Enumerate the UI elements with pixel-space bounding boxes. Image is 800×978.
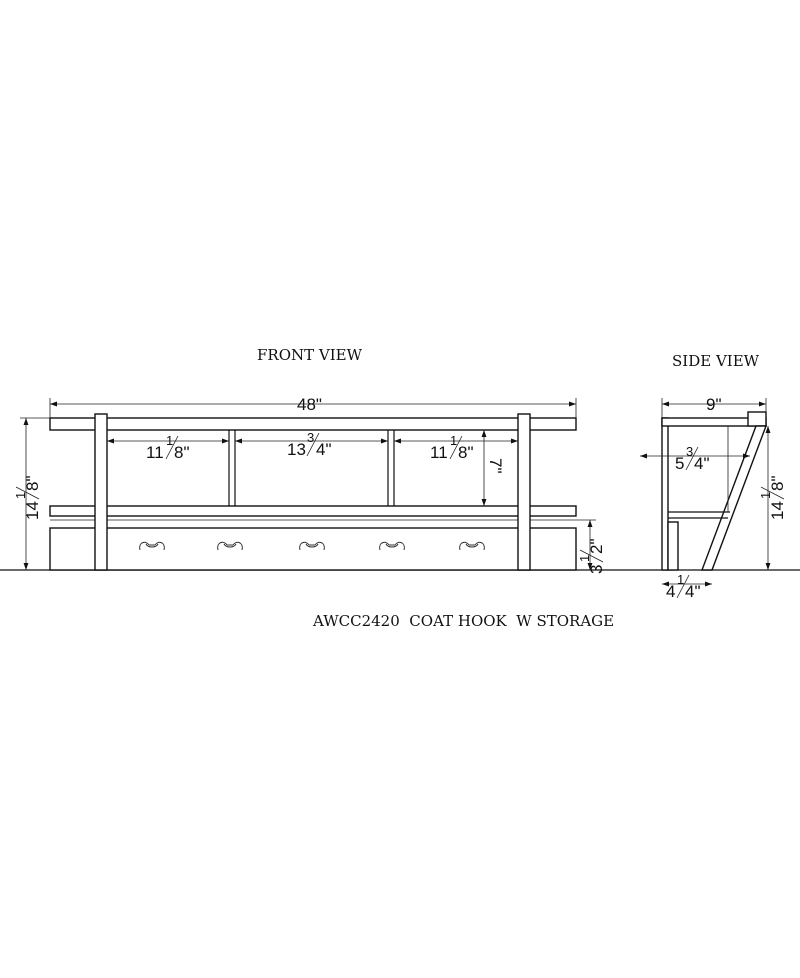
hook-row xyxy=(139,541,485,551)
svg-text:8": 8" xyxy=(458,443,474,462)
coat-hook-icon xyxy=(139,541,165,551)
side-view-title: SIDE VIEW xyxy=(672,352,760,370)
svg-text:5: 5 xyxy=(675,454,684,473)
dim-right-opening: 11 1 8" xyxy=(430,433,474,462)
storage-box xyxy=(49,527,577,571)
svg-text:8": 8" xyxy=(768,476,787,492)
svg-text:1: 1 xyxy=(677,572,684,587)
dim-side-height: 14 1 8" xyxy=(758,476,787,521)
svg-text:8": 8" xyxy=(23,476,42,492)
svg-text:11: 11 xyxy=(430,443,448,462)
svg-text:1: 1 xyxy=(758,492,773,499)
dim-depth: 9" xyxy=(706,395,722,414)
svg-text:8": 8" xyxy=(174,443,190,462)
left-post xyxy=(94,413,108,571)
svg-text:1: 1 xyxy=(577,555,592,562)
svg-text:1: 1 xyxy=(450,433,457,448)
svg-text:4": 4" xyxy=(694,454,710,473)
dim-box-height: 3 1 2" xyxy=(577,539,606,575)
right-post xyxy=(517,413,531,571)
svg-text:2": 2" xyxy=(587,539,606,555)
side-slope-panel xyxy=(700,425,768,571)
svg-text:4: 4 xyxy=(666,582,675,601)
front-view: FRONT VIEW xyxy=(13,346,606,574)
side-top-lip xyxy=(747,411,767,427)
side-box-front xyxy=(667,521,679,571)
svg-text:3: 3 xyxy=(587,565,606,574)
dim-shelf-depth: 5 3 4" xyxy=(675,444,710,473)
coat-hook-icon xyxy=(459,541,485,551)
lower-shelf xyxy=(49,505,577,517)
side-view: SIDE VIEW 9" 5 3 4" 14 1 xyxy=(640,352,787,601)
svg-text:13: 13 xyxy=(287,440,306,459)
svg-text:1: 1 xyxy=(166,433,173,448)
svg-text:3: 3 xyxy=(686,444,693,459)
svg-text:11: 11 xyxy=(146,443,164,462)
dim-center-opening: 13 3 4" xyxy=(287,430,332,459)
svg-text:4": 4" xyxy=(685,582,701,601)
dim-height: 14 1 8" xyxy=(13,476,42,521)
svg-text:14: 14 xyxy=(23,501,42,520)
dim-shelf-gap: 7" xyxy=(486,458,505,474)
dim-base-depth: 4 1 4" xyxy=(666,572,701,601)
coat-hook-icon xyxy=(379,541,405,551)
front-view-title: FRONT VIEW xyxy=(257,346,363,364)
dim-left-opening: 11 1 8" xyxy=(146,433,190,462)
side-back-panel xyxy=(661,417,669,571)
top-shelf xyxy=(49,417,577,431)
svg-text:14: 14 xyxy=(768,501,787,520)
coat-hook-icon xyxy=(217,541,243,551)
svg-text:1: 1 xyxy=(13,492,28,499)
dim-overall-width: 48" xyxy=(297,395,322,414)
svg-text:4": 4" xyxy=(316,440,332,459)
coat-hook-icon xyxy=(299,541,325,551)
svg-text:3: 3 xyxy=(307,430,314,445)
drawing-caption: AWCC2420 COAT HOOK W STORAGE xyxy=(312,612,614,630)
